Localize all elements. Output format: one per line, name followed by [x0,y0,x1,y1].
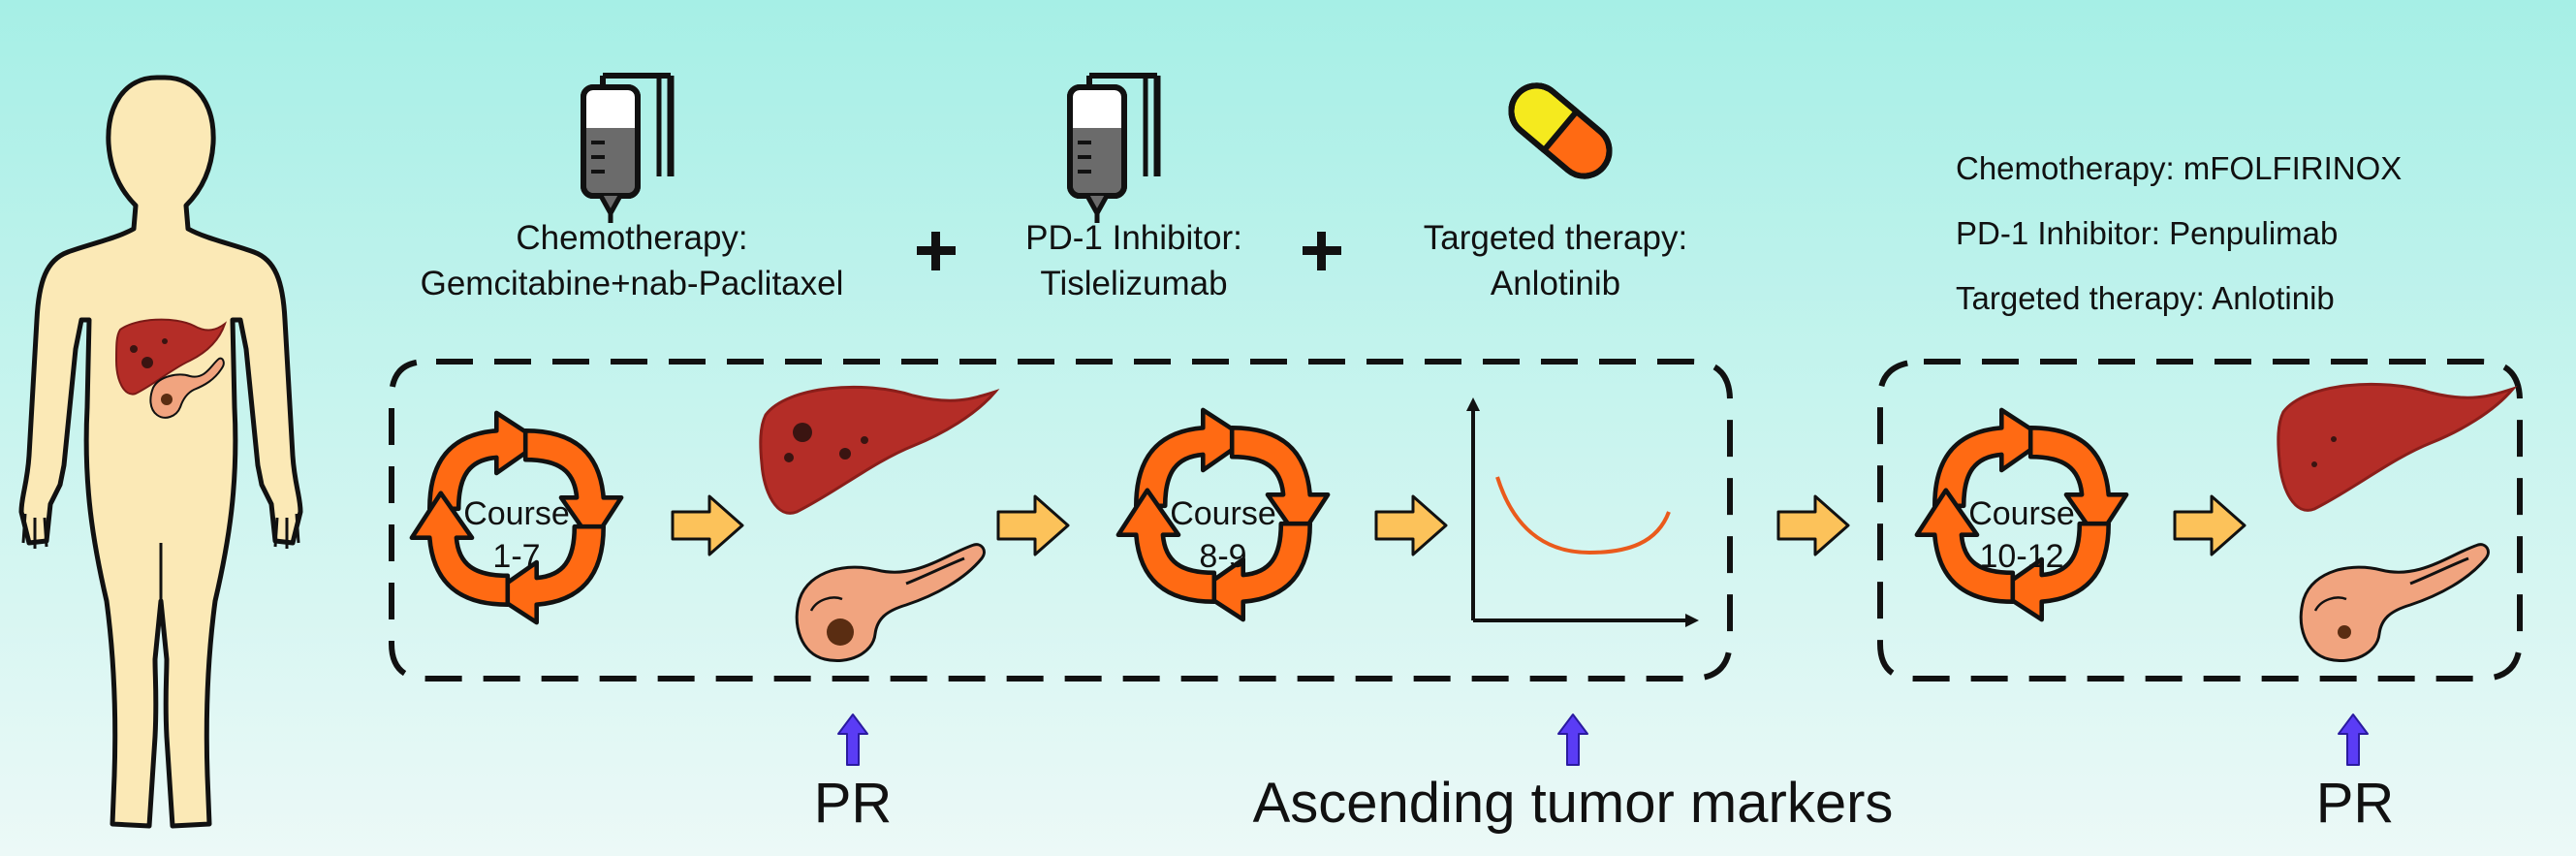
dashed-frame-2 [1877,359,2523,682]
human-body-icon [18,75,303,829]
chemo-title: Chemotherapy: [516,219,748,257]
outcome-pr-2: PR [2315,772,2395,835]
outcome-pr-1: PR [813,772,893,835]
course-label-3: Course 10-12 [1944,492,2099,578]
course-label-1: Course 1-7 [439,492,594,578]
pd1-title: PD-1 Inhibitor: [1025,219,1242,257]
course-3-title: Course [1968,495,2075,532]
right-regimen-2: PD-1 Inhibitor: Penpulimab [1956,215,2339,251]
pancreas-icon-2 [2299,543,2490,663]
course-2-range: 8-9 [1199,538,1247,575]
plus-icon-1 [917,232,956,270]
targeted-drug: Anlotinib [1490,265,1621,302]
pd1-drug: Tislelizumab [1040,265,1228,302]
course-1-title: Course [463,495,570,532]
plus-icon-2 [1303,232,1341,270]
dashed-frame-1 [389,359,1733,682]
targeted-label: Targeted therapy: Anlotinib [1386,215,1725,306]
chemo-label: Chemotherapy: Gemcitabine+nab-Paclitaxel [380,215,884,306]
right-regimen-1: Chemotherapy: mFOLFIRINOX [1956,150,2403,186]
targeted-title: Targeted therapy: [1423,219,1688,257]
liver-icon-1 [759,385,997,515]
line-graph-icon [1466,397,1699,627]
course-2-title: Course [1170,495,1276,532]
course-label-2: Course 8-9 [1146,492,1301,578]
pd1-label: PD-1 Inhibitor: Tislelizumab [969,215,1299,306]
right-regimen-3: Targeted therapy: Anlotinib [1956,280,2335,316]
capsule-icon [1508,82,1613,179]
liver-icon-2 [2277,382,2515,512]
chemo-drug: Gemcitabine+nab-Paclitaxel [420,265,844,302]
pancreas-icon-1 [795,543,986,663]
outcome-ascending-markers: Ascending tumor markers [1252,772,1894,835]
course-1-range: 1-7 [492,538,541,575]
course-3-range: 10-12 [1979,538,2064,575]
